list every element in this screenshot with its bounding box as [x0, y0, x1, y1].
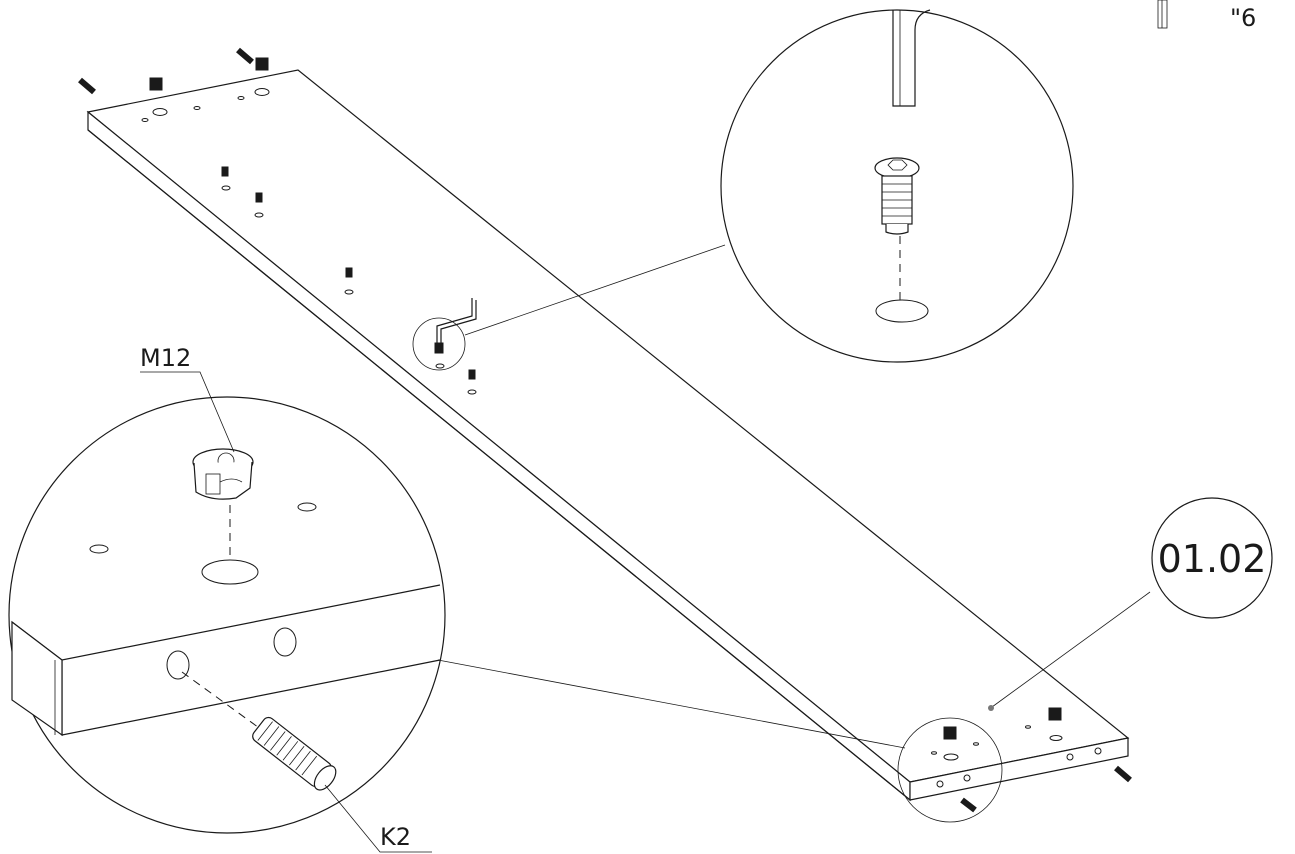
insert-detail-circle [720, 9, 1074, 363]
part-number-label: 01.02 [1158, 537, 1267, 581]
cam-fitting-label: M12 [140, 344, 191, 372]
corner-mark-label: "6 [1230, 4, 1256, 32]
board-top-fittings [78, 47, 477, 395]
insert-small-callout [412, 244, 726, 371]
corner-tool-icon [1157, 0, 1168, 29]
cam-dowel-detail-circle [8, 396, 446, 834]
board-end-callout [897, 707, 1132, 823]
leader-lines [140, 371, 906, 853]
dowel-label: K2 [380, 823, 411, 851]
part-number-tag [988, 497, 1273, 711]
board-panel [86, 69, 1130, 802]
